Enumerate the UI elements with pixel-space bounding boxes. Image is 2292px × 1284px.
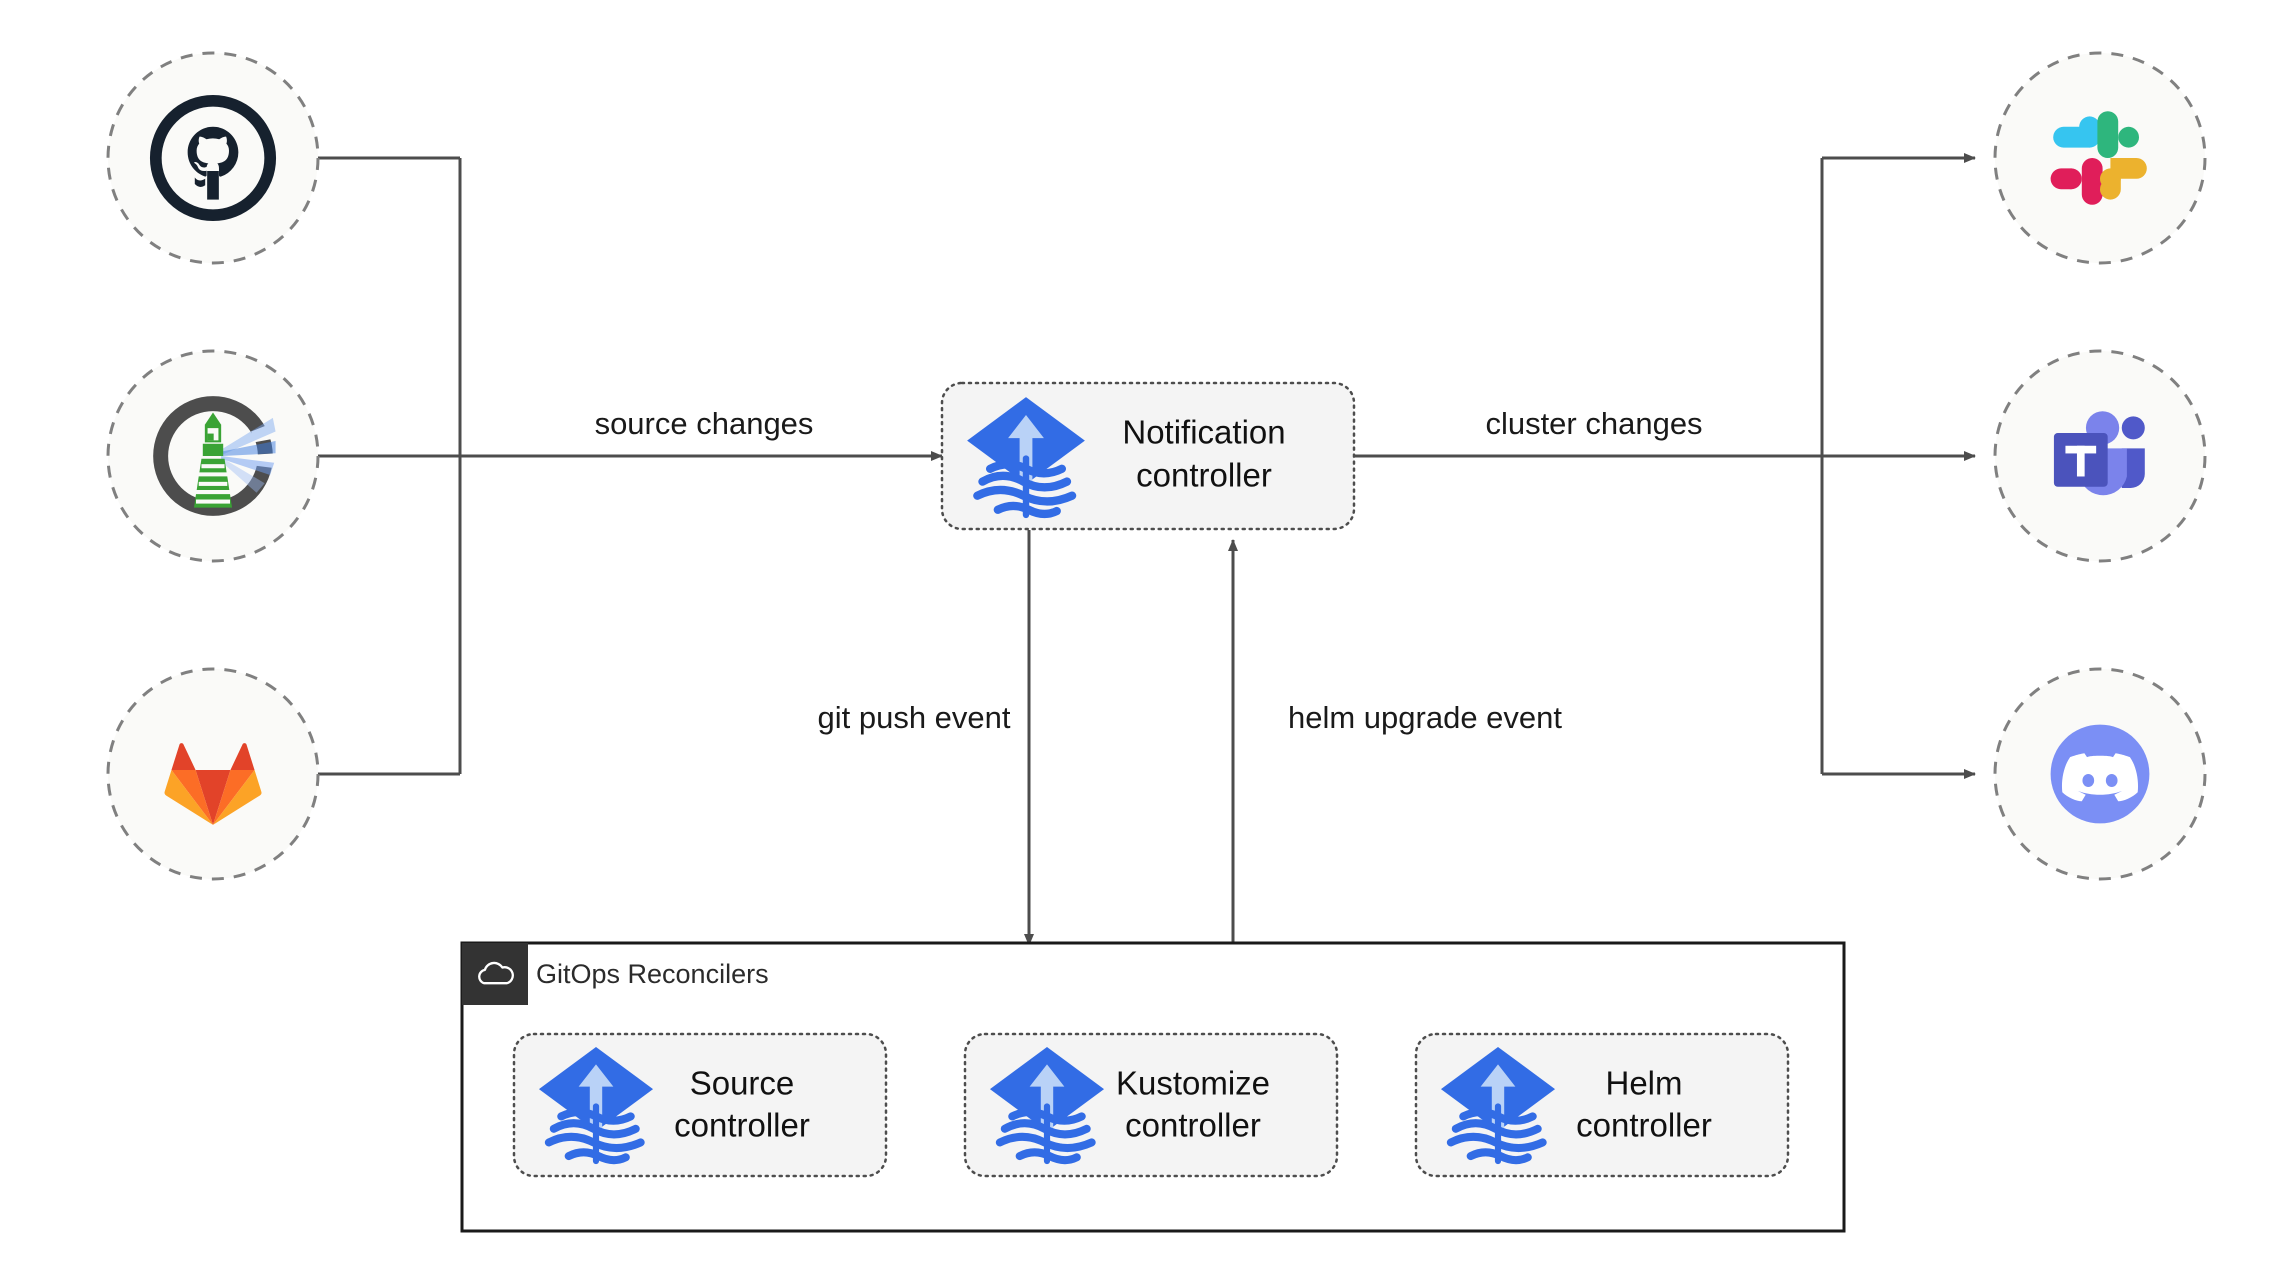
source-node-gitlab[interactable] [106, 667, 320, 881]
notification-controller-label-line2: controller [1136, 457, 1272, 494]
edge-label-cluster-changes: cluster changes [1485, 406, 1702, 441]
edge-label-git-push-event: git push event [817, 700, 1010, 735]
helm-controller-label-line2: controller [1576, 1107, 1712, 1144]
group-icon-backdrop [462, 943, 528, 1005]
notification-controller-label-line1: Notification [1122, 414, 1285, 451]
helm-controller-node[interactable]: Helm controller [1414, 1032, 1790, 1178]
edge-label-source-changes: source changes [595, 406, 814, 441]
edge-labels-layer: source changes cluster changes git push … [595, 406, 1703, 735]
source-controller-label-line1: Source [690, 1065, 795, 1102]
notification-controller-node[interactable]: Notification controller [940, 381, 1356, 531]
kustomize-controller-node[interactable]: Kustomize controller [963, 1032, 1339, 1178]
destination-node-teams[interactable] [1993, 349, 2207, 563]
helm-controller-label-line1: Helm [1605, 1065, 1682, 1102]
source-node-github[interactable] [106, 51, 320, 265]
kustomize-controller-label-line1: Kustomize [1116, 1065, 1270, 1102]
source-controller-label-line2: controller [674, 1107, 810, 1144]
source-controller-node[interactable]: Source controller [512, 1032, 888, 1178]
kustomize-controller-label-line2: controller [1125, 1107, 1261, 1144]
destination-node-slack[interactable] [1993, 51, 2207, 265]
edge-label-helm-upgrade-event: helm upgrade event [1288, 700, 1562, 735]
discord-icon [2050, 724, 2150, 824]
destination-node-discord[interactable] [1993, 667, 2207, 881]
gitops-reconcilers-title: GitOps Reconcilers [536, 959, 769, 989]
source-node-flux[interactable] [106, 349, 320, 563]
